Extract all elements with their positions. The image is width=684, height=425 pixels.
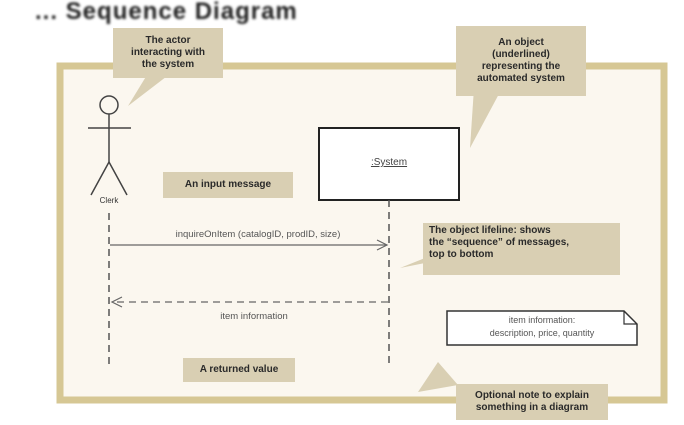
callout-object-line-3: representing the [481,61,561,72]
note-line-2: description, price, quantity [489,328,595,338]
note-line-1: item information: [508,315,576,325]
callout-actor-line-3: the system [141,59,195,70]
callout-object-line-2: (underlined) [492,49,550,60]
actor-name: Clerk [99,196,119,205]
callout-note-line-1: Optional note to explain [475,390,589,401]
callout-object-line-1: An object [498,37,544,48]
callout-lifeline-line-3: top to bottom [429,249,494,260]
return-message-label: item information [220,311,288,322]
diagram-title: ... Sequence Diagram [35,0,298,25]
callout-input-message: An input message [163,172,293,198]
callout-lifeline-line-1: The object lifeline: shows [429,225,551,236]
callout-actor-line-2: interacting with [131,47,205,58]
callout-actor-line-1: The actor [145,35,191,46]
note-text: item information: description, price, qu… [447,314,637,340]
input-message-label: inquireOnItem (catalogID, prodID, size) [175,229,341,240]
callout-lifeline: The object lifeline: shows the “sequence… [423,223,620,275]
callout-optional-note: Optional note to explain something in a … [456,384,608,420]
note-shape [446,310,638,346]
system-object-box [318,127,460,201]
system-object-label: :System [370,157,408,168]
callout-object: An object (underlined) representing the … [456,26,586,96]
return-message-arrow [110,296,388,308]
callout-note-line-2: something in a diagram [475,402,589,413]
callout-lifeline-line-2: the “sequence” of messages, [429,237,570,248]
callout-returned-value: A returned value [183,358,295,382]
actor-icon [88,95,131,196]
input-message-arrow [110,239,389,251]
callout-object-line-4: automated system [477,73,565,84]
callout-actor: The actor interacting with the system [113,28,223,78]
